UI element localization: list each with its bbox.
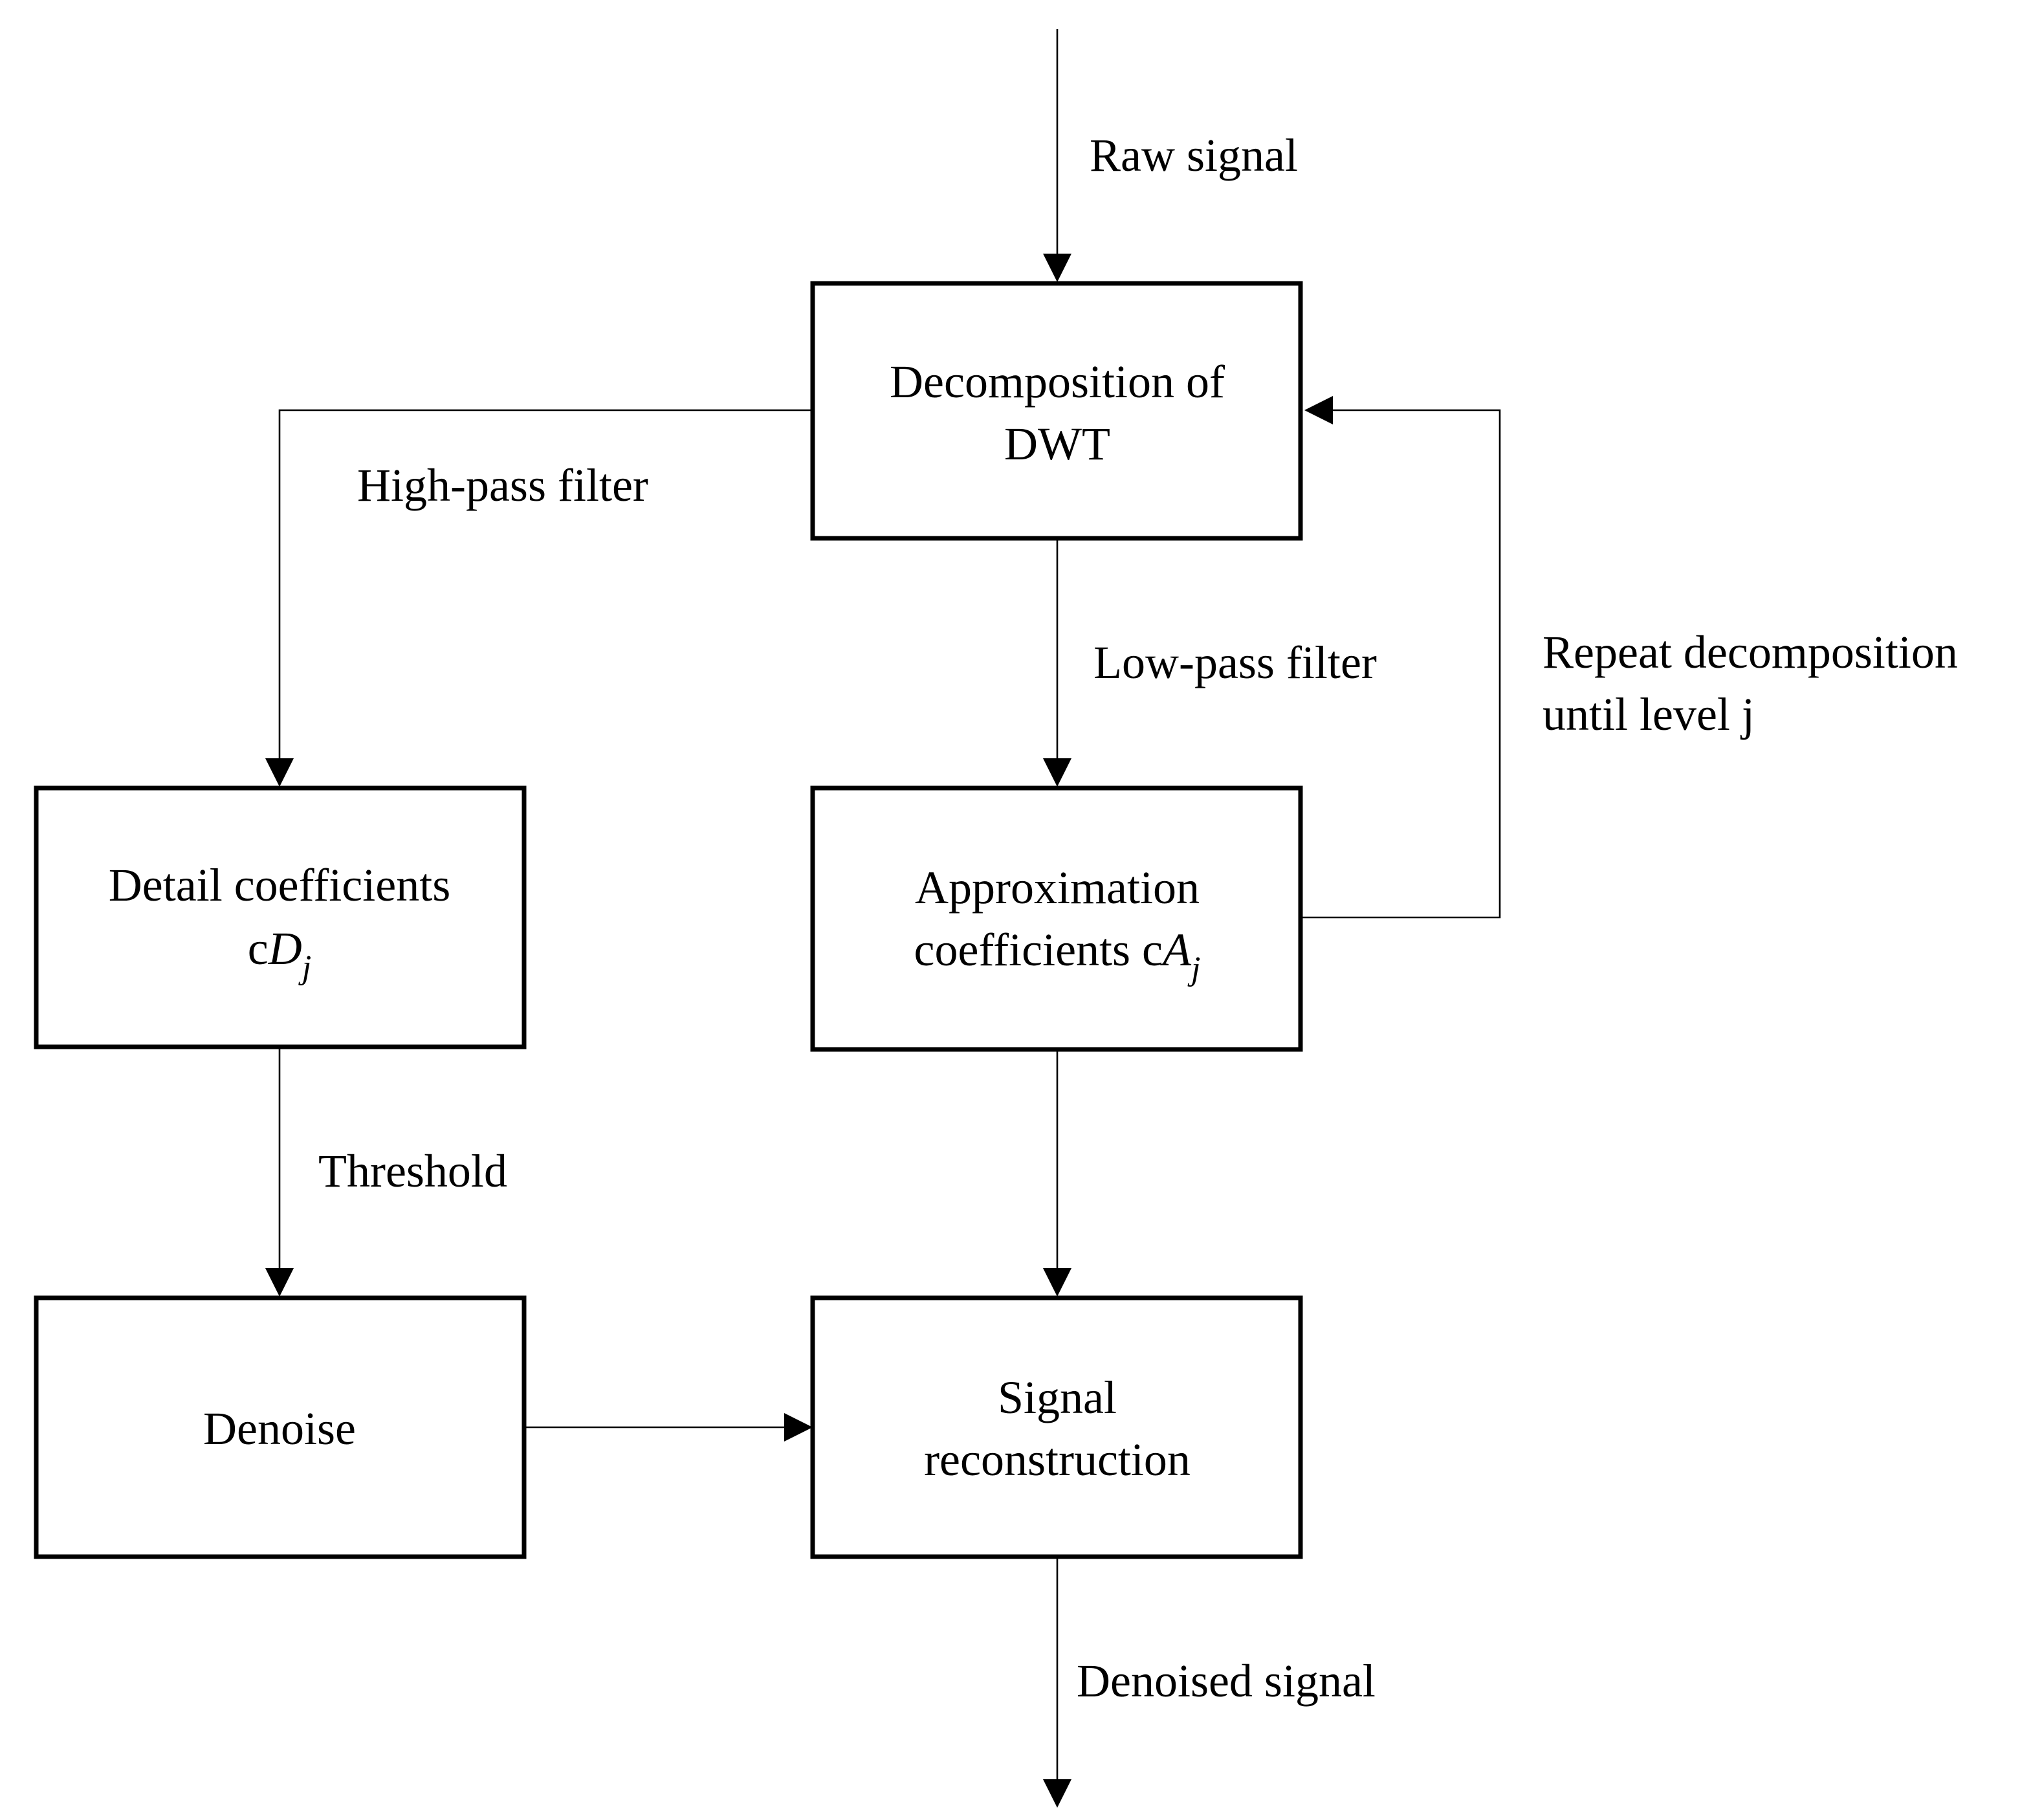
- label-threshold: Threshold: [318, 1145, 507, 1197]
- edge-repeat-decomposition: [1301, 396, 1501, 919]
- edge-denoised-signal: [1043, 1557, 1071, 1808]
- node-approximation-coefficients: Approximation coefficients cAj: [810, 785, 1303, 1052]
- edge-denoise-to-reconstruction: [524, 1413, 813, 1442]
- node-detail-coefficients: Detail coefficients cDj: [34, 785, 527, 1049]
- node-decomposition-of-dwt: Decomposition of DWT: [810, 281, 1303, 541]
- edge-approx-to-reconstruction: [1043, 1049, 1071, 1297]
- detail-prefix: c: [248, 923, 269, 974]
- edge-raw-signal: [1043, 29, 1071, 282]
- label-raw-signal: Raw signal: [1090, 129, 1298, 181]
- node-reconstruction-line2: reconstruction: [924, 1434, 1191, 1486]
- edge-low-pass-filter: [1043, 538, 1071, 787]
- node-signal-reconstruction: Signal reconstruction: [810, 1295, 1303, 1559]
- approximation-symbol: A: [1160, 924, 1192, 976]
- label-low-pass-filter: Low-pass filter: [1093, 637, 1377, 688]
- label-repeat-line2: until level j: [1542, 688, 1755, 740]
- node-denoise: Denoise: [34, 1295, 527, 1559]
- node-detail-line2: cDj: [248, 923, 311, 986]
- node-decomposition-line2: DWT: [1004, 418, 1110, 470]
- edge-threshold: [265, 1047, 294, 1297]
- node-approximation-line1: Approximation: [915, 862, 1200, 914]
- arrowhead-icon: [1043, 254, 1071, 282]
- node-decomposition-line1: Decomposition of: [890, 356, 1225, 408]
- arrowhead-icon: [1043, 1268, 1071, 1297]
- approximation-subscript: j: [1187, 950, 1200, 987]
- detail-symbol: D: [268, 923, 302, 974]
- label-denoised-signal: Denoised signal: [1077, 1655, 1376, 1707]
- arrowhead-icon: [1043, 758, 1071, 787]
- label-high-pass-filter: High-pass filter: [357, 459, 648, 511]
- detail-subscript: j: [298, 949, 311, 986]
- approximation-line2-text: coefficients c: [914, 924, 1163, 976]
- label-repeat-line1: Repeat decomposition: [1542, 626, 1958, 678]
- arrowhead-icon: [1043, 1779, 1071, 1808]
- arrowhead-icon: [784, 1413, 813, 1442]
- node-reconstruction-line1: Signal: [998, 1372, 1117, 1423]
- arrowhead-icon: [265, 1268, 294, 1297]
- node-denoise-label: Denoise: [203, 1403, 356, 1454]
- node-detail-line1: Detail coefficients: [109, 859, 450, 911]
- node-approximation-line2: coefficients cAj: [914, 924, 1201, 987]
- arrowhead-icon: [1304, 396, 1333, 424]
- edge-high-pass-filter: [265, 409, 813, 787]
- arrowhead-icon: [265, 758, 294, 787]
